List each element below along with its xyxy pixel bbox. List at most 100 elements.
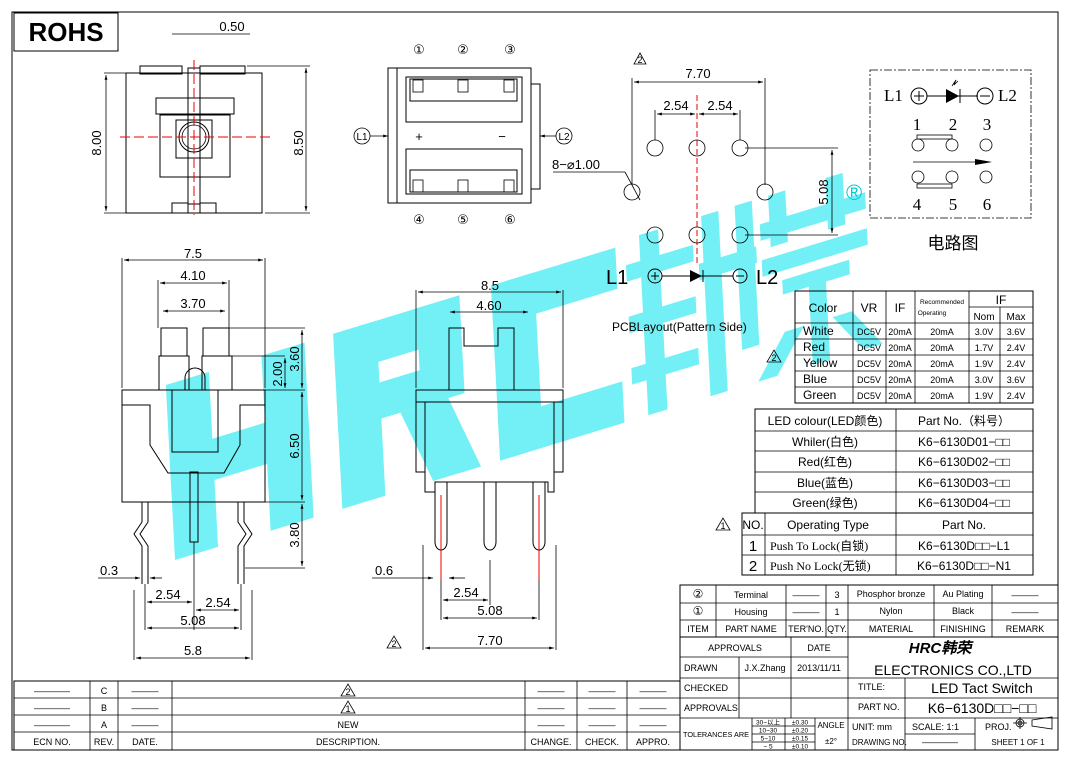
label-text: DESCRIPTION. (316, 737, 380, 747)
label-text: ⑥ (504, 212, 516, 227)
label-text: Whiler(白色) (792, 434, 858, 449)
pin-view: + − ① ② ③ ④ ⑤ ⑥ L1 L2 (353, 42, 573, 227)
label-text: DRAWN (684, 663, 718, 673)
label-text: 8.5 (481, 278, 499, 293)
label-text: 3.0V (975, 327, 994, 337)
top-view: 8.00 8.50 0.50 (89, 19, 310, 215)
label-text: Operating (918, 310, 947, 317)
label-text: K6−6130D04−□□ (918, 496, 1010, 510)
label-text: 2.4V (1007, 359, 1026, 369)
label-text: Recommended (920, 299, 964, 306)
label-text: 3 (983, 115, 992, 134)
company-logo: HRC韩荣 (909, 640, 974, 657)
label-text: TER'NO. (788, 624, 824, 634)
label-text: REV. (94, 737, 114, 747)
label-text: 2.54 (453, 585, 478, 600)
label-text: C (101, 686, 108, 696)
label-text: ——— (589, 720, 616, 730)
label-text: L2 (558, 132, 570, 143)
label-text: 2 (749, 558, 757, 575)
label-text: ELECTRONICS CO.,LTD (874, 662, 1032, 678)
label-text: Operating Type (787, 518, 869, 532)
label-text: ±2° (825, 737, 837, 746)
label-text: PART NO. (858, 702, 900, 712)
label-text: 2.4V (1007, 391, 1026, 401)
label-text: 1.9V (975, 391, 994, 401)
label-text: ——— (793, 607, 820, 617)
label-text: 3 (834, 590, 839, 600)
label-text: DC5V (857, 359, 881, 369)
label-text: 3.80 (287, 522, 302, 547)
label-text: 20mA (888, 327, 912, 337)
label-text: ——— (1012, 607, 1039, 617)
label-text: + (415, 129, 423, 144)
label-text: ① (693, 604, 704, 618)
label-text: L2 (998, 86, 1017, 105)
label-text: IF (996, 293, 1007, 307)
label-text: PROJ. (985, 722, 1012, 732)
label-text: L2 (756, 267, 778, 289)
label-text: TITLE: (858, 682, 885, 692)
label-text: Push No Lock(无锁) (770, 558, 871, 573)
label-text: 1 (834, 607, 839, 617)
label-text: Terminal (734, 590, 768, 600)
label-text: Part No. (942, 518, 986, 532)
label-text: 2.00 (270, 361, 285, 386)
label-text: ———— (922, 737, 958, 747)
label-text: 2 (637, 55, 642, 65)
label-text: 20mA (888, 359, 912, 369)
label-text: Au Plating (942, 589, 983, 599)
label-text: SCALE: 1:1 (912, 722, 959, 732)
label-text: 1.9V (975, 359, 994, 369)
label-text: 0.6 (375, 563, 393, 578)
label-text: ~ 5 (763, 744, 773, 751)
label-text: 20mA (930, 375, 954, 385)
label-text: ——— (640, 686, 667, 696)
title-block: APPROVALS DATE DRAWN J.X.Zhang 2013/11/1… (679, 636, 1059, 751)
label-text: 2.4V (1007, 343, 1026, 353)
label-text: 8−⌀1.00 (552, 157, 600, 172)
label-text: White (803, 324, 834, 338)
label-text: ROHS (28, 17, 103, 47)
label-text: ② (693, 587, 704, 601)
label-text: Nom (973, 312, 994, 323)
revision-block: ————C——— 2 ————————— ————B——— 1 ————————… (13, 680, 681, 751)
label-text: A (101, 720, 107, 730)
label-text: 4.60 (476, 298, 501, 313)
label-text: Nylon (879, 606, 902, 616)
label-text: ——— (1012, 590, 1039, 600)
label-text: APPROVALS (684, 703, 738, 713)
label-text: DATE. (132, 737, 158, 747)
label-text: ——— (589, 703, 616, 713)
label-text: 7.70 (477, 633, 502, 648)
label-text: APPRO. (636, 737, 670, 747)
side-view: 8.5 4.60 0.6 2.54 5.08 7.70 2 (372, 278, 564, 650)
label-text: 1 (720, 521, 725, 531)
label-text: ——— (538, 720, 565, 730)
label-text: CHECKED (684, 683, 729, 693)
watermark-logo (165, 172, 883, 560)
label-text: ANGLE (817, 721, 844, 730)
label-text: 3.6V (1007, 375, 1026, 385)
label-text: − (498, 129, 506, 144)
label-text: 3.60 (287, 346, 302, 371)
label-text: 20mA (930, 359, 954, 369)
label-text: ——— (640, 703, 667, 713)
label-text: 20mA (888, 391, 912, 401)
led-part-table: LED colour(LED颜色) Part No.（料号） Whiler(白色… (754, 408, 1034, 514)
label-text: Blue (803, 372, 827, 386)
label-text: 7.5 (184, 246, 202, 261)
label-text: ——— (589, 686, 616, 696)
label-text: 3.70 (180, 296, 205, 311)
circuit-diagram: L1 L2 1 2 3 4 5 6 电路图 (869, 69, 1032, 253)
label-text: Color (809, 301, 838, 315)
label-text: DATE (807, 643, 830, 653)
label-text: ——— (793, 590, 820, 600)
label-text: ———— (34, 720, 70, 730)
label-text: Max (1007, 312, 1026, 323)
